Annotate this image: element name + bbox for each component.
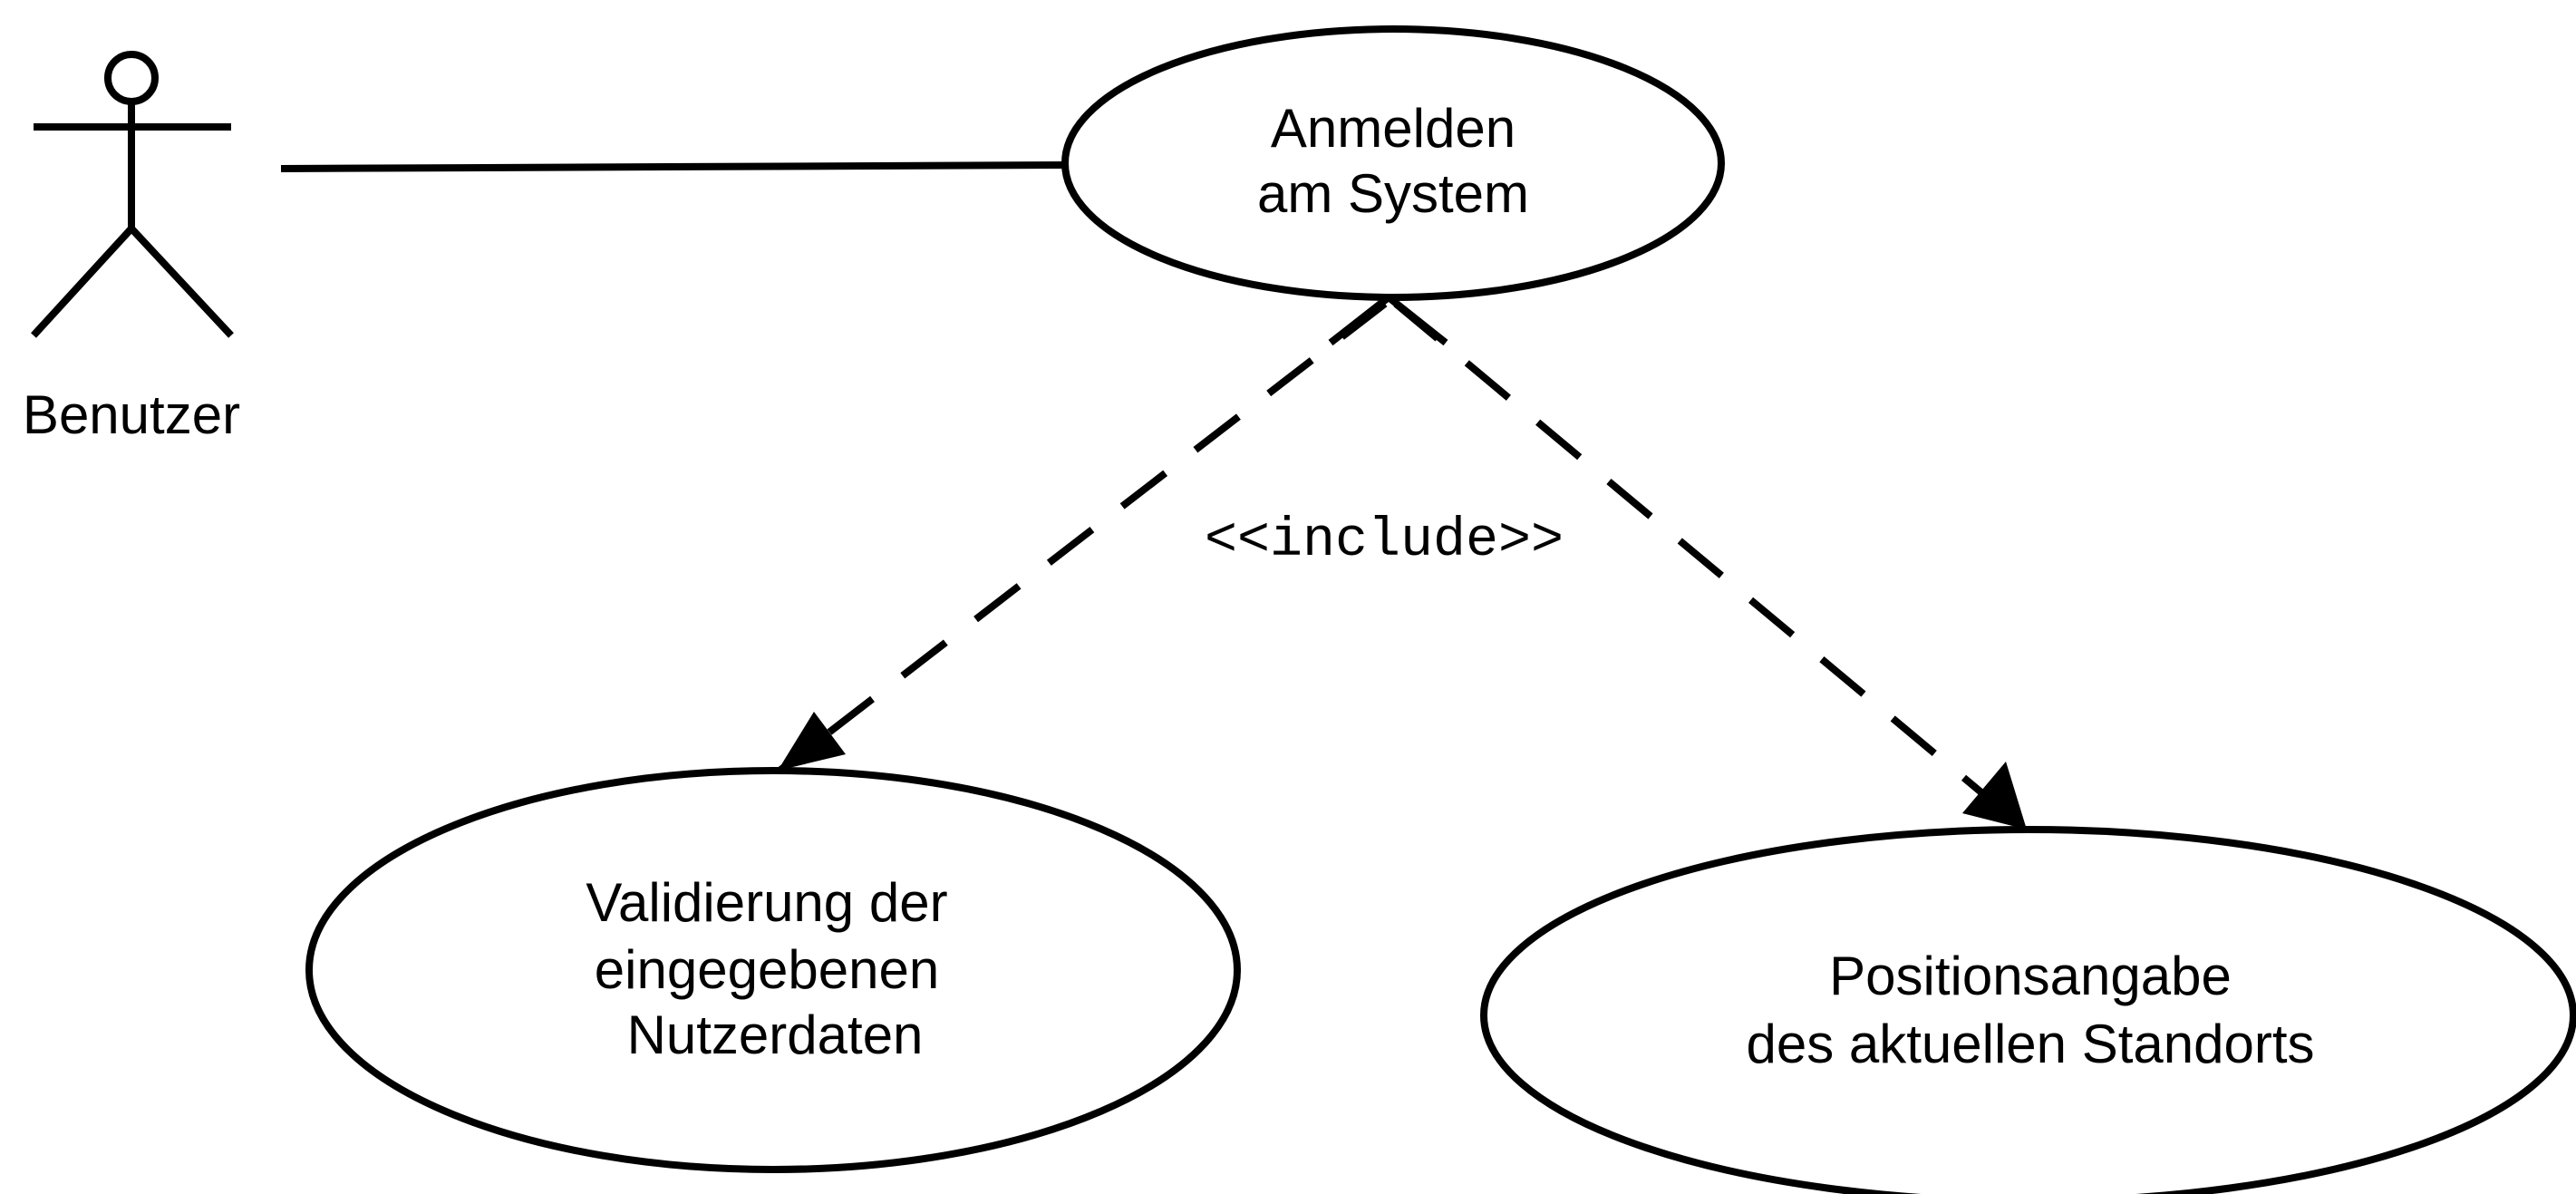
actor-benutzer[interactable]: Benutzer: [23, 51, 240, 445]
actor-label: Benutzer: [23, 384, 240, 445]
include-stereotype: <<include>>: [1205, 510, 1564, 572]
arrowhead-validation: [778, 712, 846, 771]
include-arrow-validation: [777, 300, 1388, 774]
use-case-position[interactable]: Positionsangabe des aktuellen Standorts: [1480, 826, 2576, 1194]
use-case-login-line-1: Anmelden: [1271, 98, 1516, 159]
use-case-login-line-2: am System: [1257, 163, 1529, 224]
use-case-validation-line-3: Nutzerdaten: [627, 1005, 924, 1065]
stick-figure-actor-icon: [31, 51, 234, 338]
use-case-validation[interactable]: Validierung der eingegebenen Nutzerdaten: [305, 767, 1241, 1173]
use-case-login[interactable]: Anmelden am System: [1061, 25, 1725, 301]
use-case-position-line-1: Positionsangabe: [1829, 946, 2232, 1006]
arrowhead-position: [1962, 762, 2027, 830]
association-line: [280, 161, 1066, 172]
use-case-position-line-2: des aktuellen Standorts: [1746, 1014, 2314, 1074]
use-case-validation-line-1: Validierung der: [586, 872, 947, 933]
include-arrow-position: [1393, 300, 2029, 833]
use-case-validation-line-2: eingegebenen: [595, 939, 939, 1000]
